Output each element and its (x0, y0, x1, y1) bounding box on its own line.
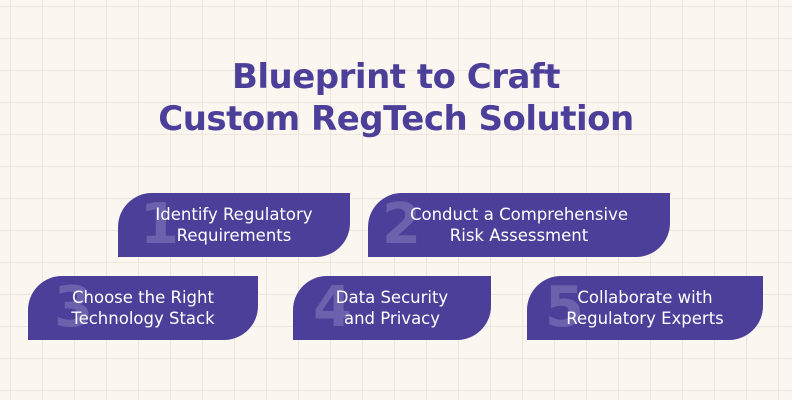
step-label: Risk Assessment (449, 226, 589, 245)
step-label: Technology Stack (71, 309, 215, 328)
step-number: 5 (545, 275, 584, 340)
step-label: and Privacy (343, 309, 441, 328)
step-card-4: 4 Data Security and Privacy (293, 276, 491, 340)
step-number: 1 (140, 192, 179, 257)
step-label: Conduct a Comprehensive (409, 205, 629, 224)
step-label: Identify Regulatory (155, 205, 313, 224)
step-number: 3 (54, 275, 93, 340)
step-number: 4 (313, 275, 352, 340)
step-label: Data Security (335, 288, 449, 307)
step-label: Regulatory Experts (566, 309, 724, 328)
page-title: Blueprint to Craft Custom RegTech Soluti… (0, 56, 792, 140)
title-line-2: Custom RegTech Solution (158, 99, 634, 139)
step-label: Choose the Right (72, 288, 214, 307)
title-line-1: Blueprint to Craft (231, 57, 561, 97)
step-label: Collaborate with (577, 288, 713, 307)
step-label: Requirements (176, 226, 292, 245)
step-number: 2 (382, 192, 421, 257)
